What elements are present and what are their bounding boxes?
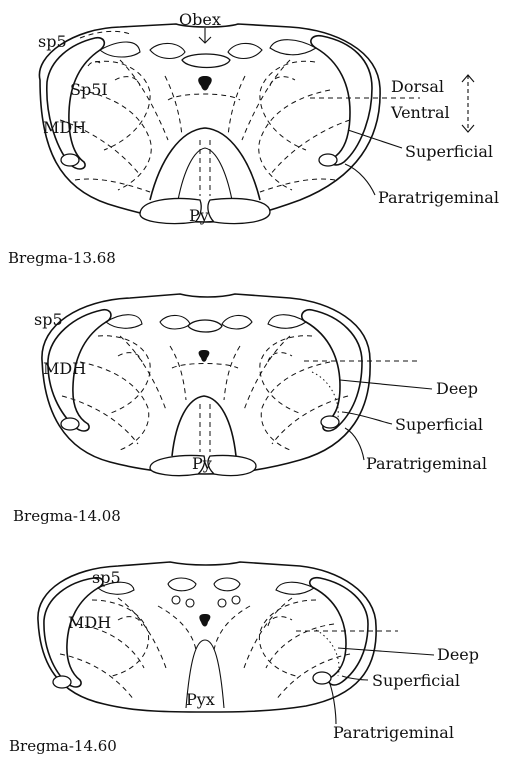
sp5-label-2: sp5: [34, 310, 63, 329]
mdh-label-3: MDH: [68, 613, 111, 632]
section-bregma-14-60: sp5 MDH Pyx Deep Superficial Paratrigemi…: [9, 562, 479, 755]
sp5-label-3: sp5: [92, 568, 121, 587]
dorsal-label: Dorsal: [391, 77, 444, 96]
section-bregma-13-68: Obex sp5 Sp5I MDH Py Dorsal Ventral Supe…: [8, 10, 499, 267]
section-bregma-14-08: sp5 MDH Py Deep Superficial Paratrigemin…: [13, 294, 487, 525]
sp5i-label: Sp5I: [70, 80, 108, 99]
superficial-label: Superficial: [405, 142, 493, 161]
pyx-label-3: Pyx: [186, 690, 215, 709]
caption-bregma-14-08: Bregma-14.08: [13, 507, 121, 525]
deep-label-2: Deep: [436, 379, 478, 398]
superficial-label-3: Superficial: [372, 671, 460, 690]
caption-bregma-14-60: Bregma-14.60: [9, 737, 117, 755]
obex-label: Obex: [179, 10, 221, 29]
paratrigeminal-label: Paratrigeminal: [378, 188, 499, 207]
deep-label-3: Deep: [437, 645, 479, 664]
py-label: Py: [189, 206, 209, 225]
superficial-label-2: Superficial: [395, 415, 483, 434]
sp5-label: sp5: [38, 32, 67, 51]
paratrigeminal-label-2: Paratrigeminal: [366, 454, 487, 473]
py-label-2: Py: [192, 454, 212, 473]
mdh-label: MDH: [43, 118, 86, 137]
ventral-label: Ventral: [390, 103, 450, 122]
caption-bregma-13-68: Bregma-13.68: [8, 249, 116, 267]
paratrigeminal-label-3: Paratrigeminal: [333, 723, 454, 742]
mdh-label-2: MDH: [43, 359, 86, 378]
